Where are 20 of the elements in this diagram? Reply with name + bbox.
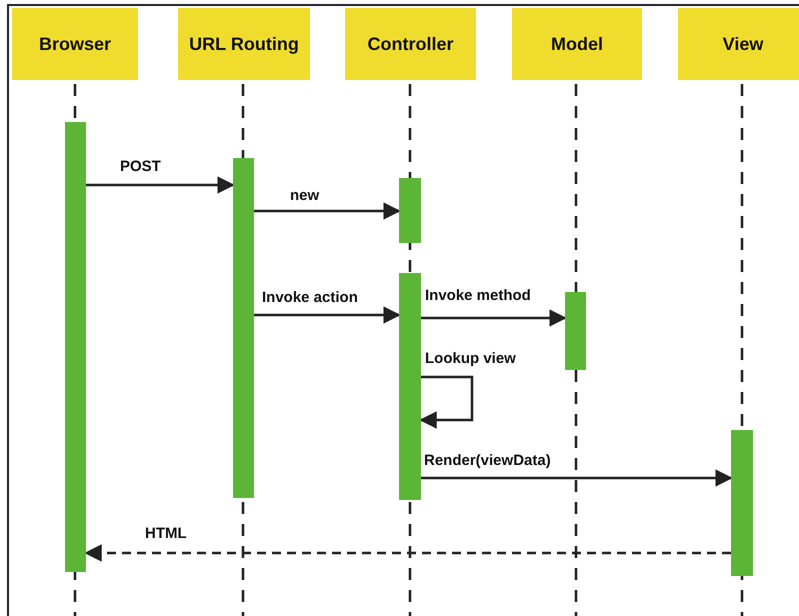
- lifeline-header: Model: [512, 8, 642, 80]
- arrow: [254, 202, 401, 220]
- activation-bar: [731, 430, 753, 576]
- activation-bar: [399, 178, 421, 243]
- lifeline-header: Browser: [12, 8, 138, 80]
- arrow: [86, 176, 235, 194]
- arrow: [84, 544, 731, 562]
- arrow: [419, 376, 474, 429]
- activation-bar: [565, 292, 586, 370]
- arrow: [254, 306, 401, 324]
- activation-bar: [233, 158, 254, 498]
- edge-label: Lookup view: [423, 350, 518, 367]
- activation-bar: [65, 122, 86, 572]
- lifeline-header: Controller: [345, 8, 476, 80]
- arrow: [421, 309, 567, 327]
- lifeline-header: View: [678, 8, 799, 80]
- activation-bar: [399, 273, 421, 500]
- edge-label: Render(viewData): [422, 452, 553, 469]
- lifeline-header: URL Routing: [178, 8, 310, 80]
- arrow: [421, 469, 733, 487]
